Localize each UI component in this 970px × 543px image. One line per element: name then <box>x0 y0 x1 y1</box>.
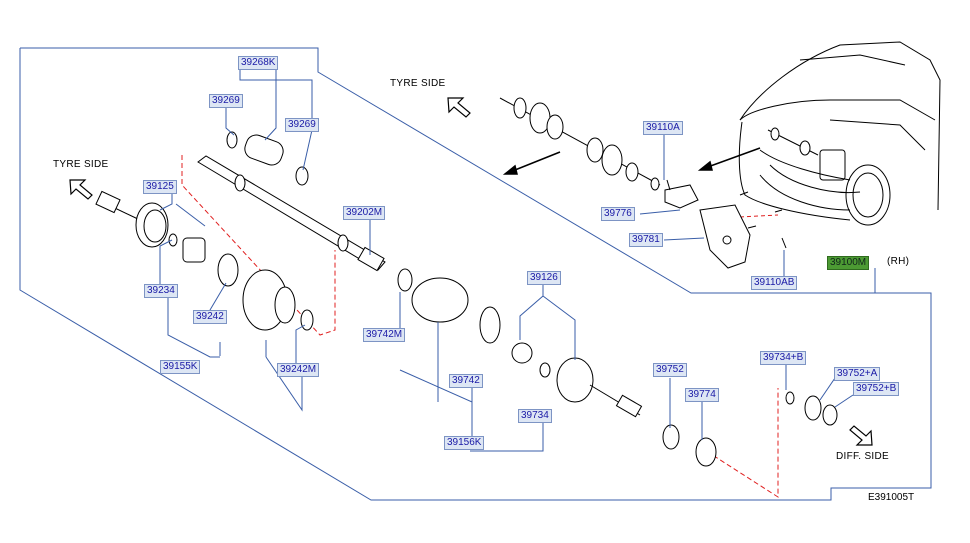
part-label-39734[interactable]: 39734 <box>518 409 552 423</box>
leader-lines <box>159 66 854 452</box>
part-label-39752-a[interactable]: 39752+A <box>834 367 881 381</box>
part-label-39774[interactable]: 39774 <box>685 388 719 402</box>
long-shaft <box>197 155 386 272</box>
part-label-39752-b[interactable]: 39752+B <box>853 382 900 396</box>
tyre-side-left-label: TYRE SIDE <box>53 159 109 170</box>
tyre-side-top-label: TYRE SIDE <box>390 78 446 89</box>
diagram-code: E391005T <box>868 492 915 503</box>
part-label-39242[interactable]: 39242 <box>193 310 227 324</box>
side-note-rh: (RH) <box>887 256 910 267</box>
car-shaft <box>767 127 819 156</box>
part-label-39156K[interactable]: 39156K <box>444 436 485 450</box>
direction-arrows <box>502 147 761 175</box>
left-joint-parts <box>95 131 314 331</box>
car-illustration <box>738 41 941 226</box>
part-label-39155K[interactable]: 39155K <box>160 360 201 374</box>
bracket <box>664 179 787 269</box>
part-label-39110AB[interactable]: 39110AB <box>751 276 798 290</box>
part-label-39742[interactable]: 39742 <box>449 374 483 388</box>
part-label-39202M[interactable]: 39202M <box>343 206 386 220</box>
diff-side-label: DIFF. SIDE <box>836 451 890 462</box>
part-label-39100M[interactable]: 39100M <box>827 256 870 270</box>
part-label-39126[interactable]: 39126 <box>527 271 561 285</box>
assembly-frame <box>19 47 932 501</box>
middle-parts <box>397 268 838 467</box>
shaft-dashed-outline <box>181 155 336 336</box>
part-label-39752[interactable]: 39752 <box>653 363 687 377</box>
part-label-39781[interactable]: 39781 <box>629 233 663 247</box>
part-label-39234[interactable]: 39234 <box>144 284 178 298</box>
top-shaft-assembly <box>499 97 661 191</box>
part-label-39742M[interactable]: 39742M <box>363 328 406 342</box>
part-label-39110A[interactable]: 39110A <box>643 121 683 135</box>
part-label-39734-b[interactable]: 39734+B <box>760 351 807 365</box>
part-label-39268K[interactable]: 39268K <box>238 56 279 70</box>
part-label-39269-b[interactable]: 39269 <box>285 118 319 132</box>
diff-dashed-outline <box>699 388 779 498</box>
part-label-39269-a[interactable]: 39269 <box>209 94 243 108</box>
side-arrows <box>69 97 873 446</box>
part-label-39242M[interactable]: 39242M <box>277 363 320 377</box>
part-label-39776[interactable]: 39776 <box>601 207 635 221</box>
part-label-39125[interactable]: 39125 <box>143 180 177 194</box>
